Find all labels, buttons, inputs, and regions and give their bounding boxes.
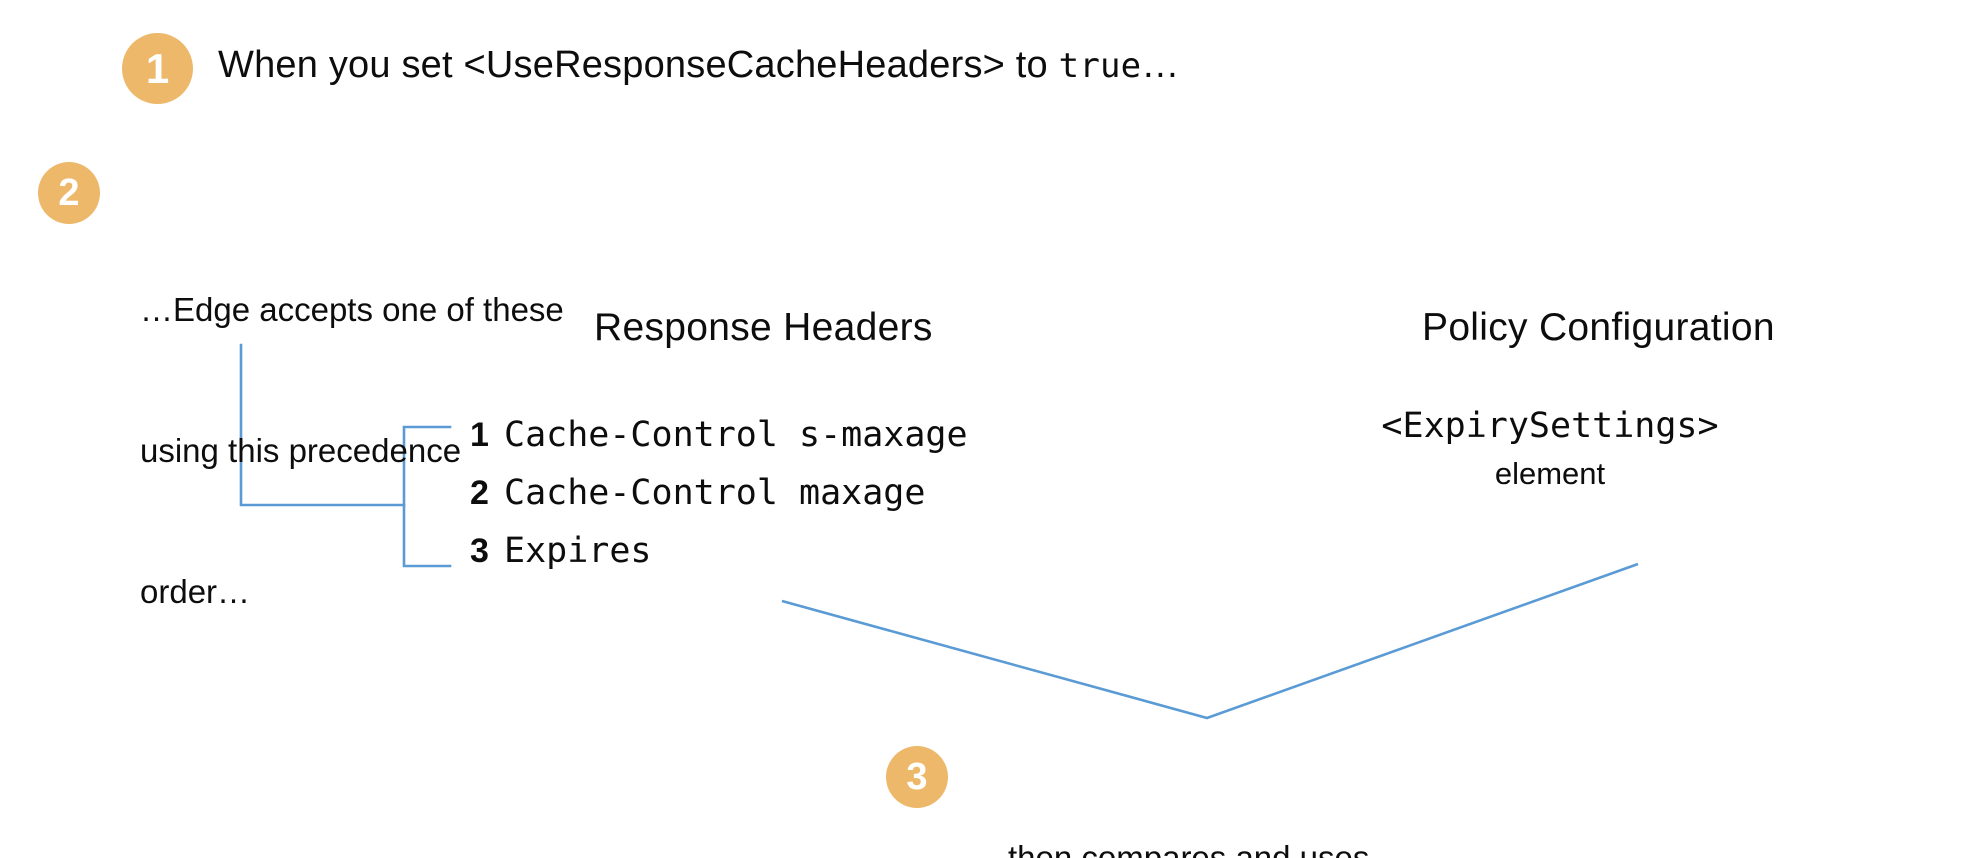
precedence-header-value: Expires [504, 531, 652, 571]
step-1-caption-text: When you set <UseResponseCacheHeaders> t… [218, 44, 1059, 86]
step-badge-1: 1 [122, 33, 193, 104]
list-item: 2 Cache-Control maxage [470, 473, 968, 531]
step-2-caption-line-1: …Edge accepts one of these [140, 291, 564, 328]
precedence-header-value: Cache-Control maxage [504, 473, 926, 513]
step-3-caption: …then compares and uses the lesser of th… [975, 740, 1369, 858]
response-headers-column-title: Response Headers [594, 306, 933, 349]
step-badge-2: 2 [38, 162, 100, 224]
step-1-code-true: true [1058, 46, 1142, 86]
precedence-header-value: Cache-Control s-maxage [504, 415, 968, 455]
expiry-settings-tag: <ExpirySettings> [1381, 406, 1719, 446]
list-item: 3 Expires [470, 531, 968, 589]
step-1-caption: When you set <UseResponseCacheHeaders> t… [218, 44, 1180, 87]
step-badge-1-label: 1 [145, 44, 170, 92]
expiry-settings-element-label: element [1494, 456, 1606, 491]
policy-configuration-value: <ExpirySettings> element [1310, 406, 1790, 492]
list-item: 1 Cache-Control s-maxage [470, 415, 968, 473]
policy-configuration-column-title: Policy Configuration [1422, 306, 1775, 349]
precedence-list: 1 Cache-Control s-maxage 2 Cache-Control… [470, 415, 968, 589]
step-badge-3-label: 3 [906, 756, 928, 798]
step-badge-2-label: 2 [58, 172, 80, 214]
precedence-rank: 2 [470, 474, 489, 512]
precedence-rank: 1 [470, 416, 489, 454]
step-badge-3: 3 [886, 746, 948, 808]
precedence-rank: 3 [470, 532, 489, 570]
step-3-caption-line-1: …then compares and uses [975, 839, 1370, 858]
step-2-caption-line-3: order… [140, 573, 251, 610]
step-1-caption-ellipsis: … [1141, 44, 1180, 86]
